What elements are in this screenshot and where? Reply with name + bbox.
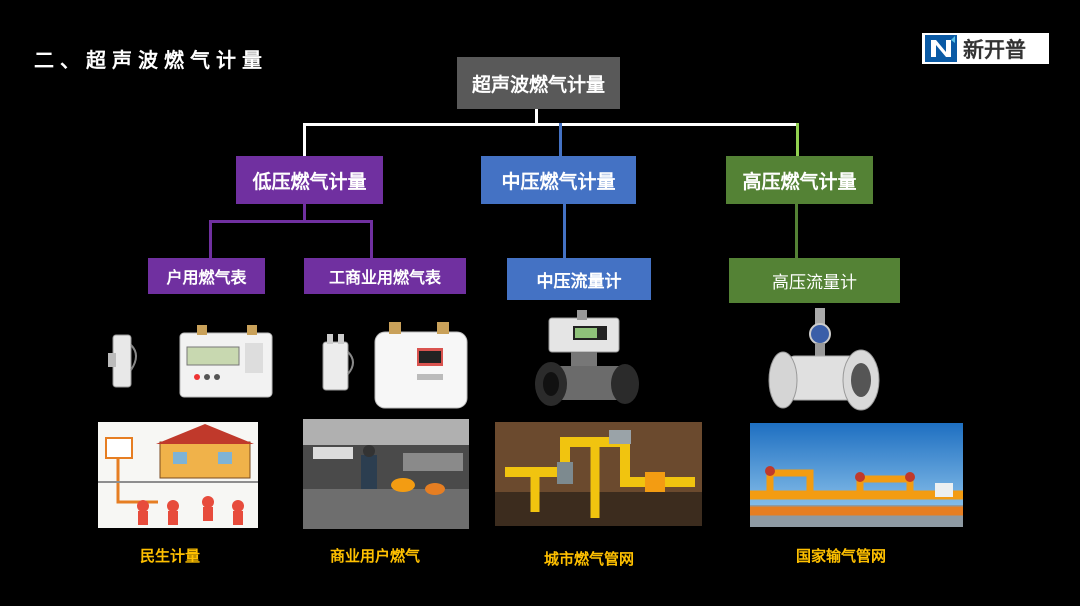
node-commercial-meter: 工商业用燃气表 — [304, 258, 466, 294]
logo: 新开普 — [922, 33, 1049, 64]
high-flowmeter-image — [768, 308, 880, 411]
commercial-meter-image — [322, 322, 468, 409]
node-root: 超声波燃气计量 — [457, 57, 620, 109]
caption-national-pipeline: 国家输气管网 — [795, 547, 886, 565]
city-pipeline-photo — [495, 422, 702, 526]
n-logo-icon — [925, 35, 957, 62]
national-pipeline-photo — [750, 423, 963, 527]
slide-title: 二、超声波燃气计量 — [34, 48, 268, 72]
connector-to-household — [209, 220, 212, 258]
household-meter-image — [108, 325, 273, 398]
connector-mid-down — [563, 204, 566, 258]
connector-high-down — [795, 204, 798, 258]
commercial-photo — [303, 419, 469, 529]
caption-city-pipeline: 城市燃气管网 — [543, 550, 634, 568]
mid-flowmeter-image — [535, 310, 639, 406]
connector-to-low — [303, 123, 306, 157]
residential-photo — [98, 422, 258, 528]
logo-text: 新开普 — [963, 37, 1026, 62]
node-low-pressure: 低压燃气计量 — [236, 156, 383, 204]
node-mid-pressure: 中压燃气计量 — [481, 156, 636, 204]
node-high-pressure: 高压燃气计量 — [726, 156, 873, 204]
connector-low-down — [303, 204, 306, 222]
connector-root-down — [535, 109, 538, 125]
caption-residential: 民生计量 — [139, 547, 200, 565]
caption-commercial: 商业用户燃气 — [329, 547, 420, 565]
connector-to-mid — [559, 123, 562, 157]
node-high-flowmeter: 高压流量计 — [729, 258, 900, 303]
node-household-meter: 户用燃气表 — [148, 258, 265, 294]
connector-to-high — [796, 123, 799, 157]
connector-to-commercial — [370, 220, 373, 258]
connector-top-bar — [303, 123, 799, 126]
connector-low-bar — [209, 220, 373, 223]
node-mid-flowmeter: 中压流量计 — [507, 258, 651, 300]
